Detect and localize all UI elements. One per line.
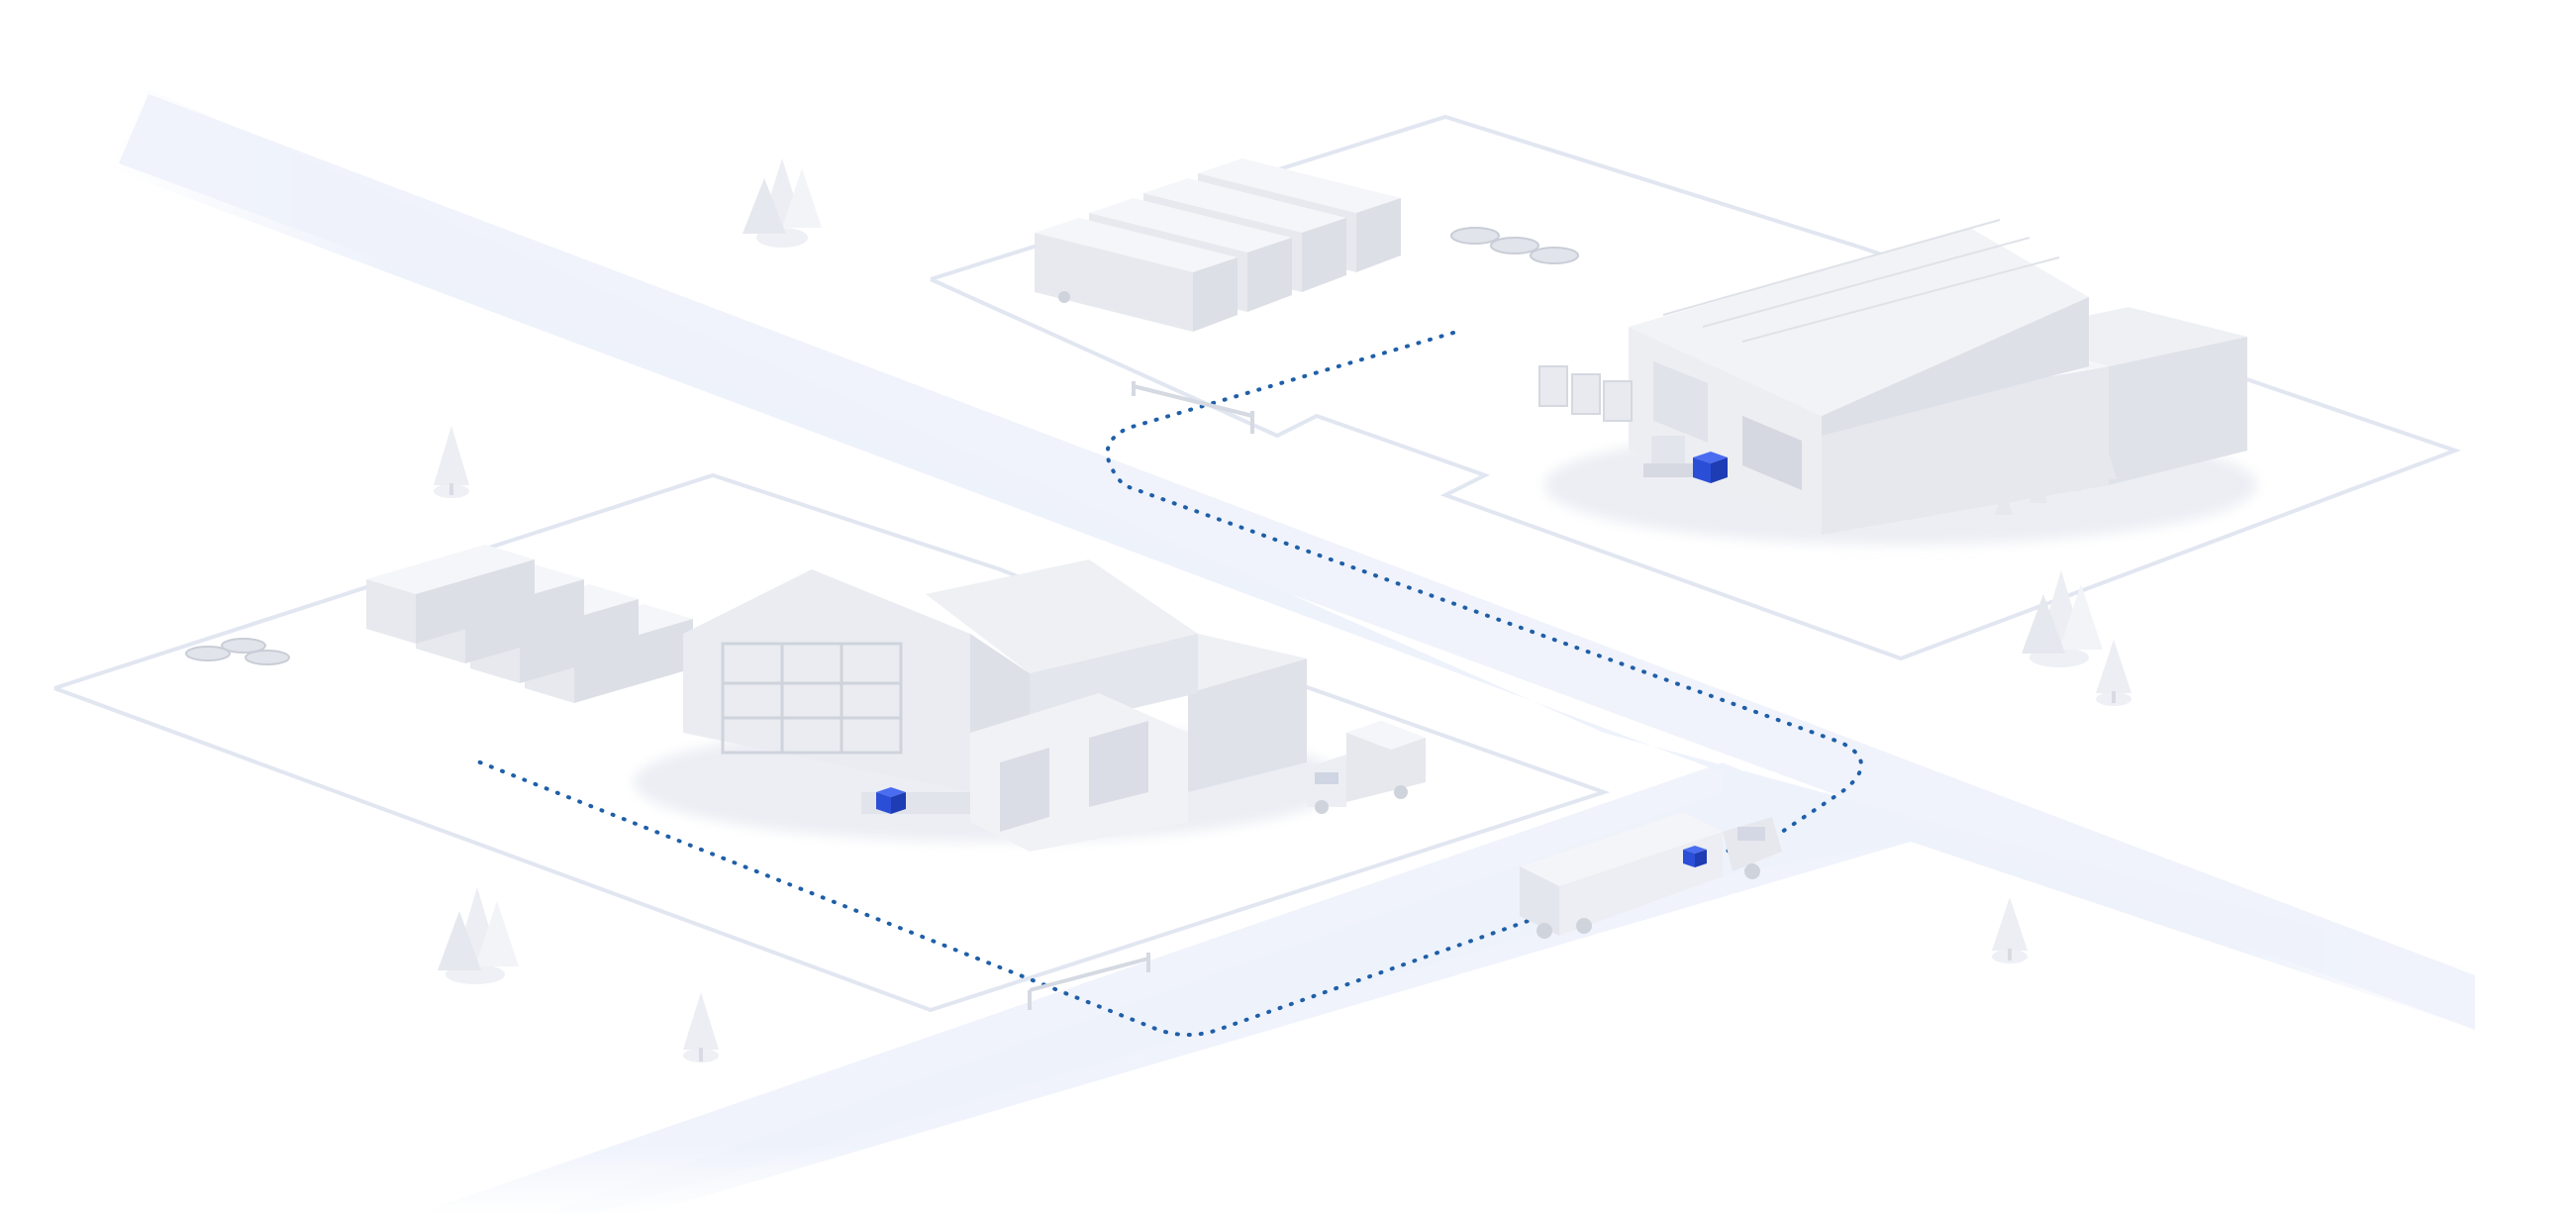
gate-icon xyxy=(1132,381,1254,434)
left-warehouse xyxy=(634,559,1346,852)
shelving xyxy=(721,642,903,755)
tree-icon xyxy=(434,426,469,498)
package-icon xyxy=(876,787,906,814)
truck-icon xyxy=(1307,721,1426,814)
tree-icon xyxy=(743,158,822,248)
tree-icon xyxy=(683,992,719,1062)
drones xyxy=(185,227,1579,665)
drone-icon xyxy=(1450,227,1579,264)
traffic-cones xyxy=(1995,450,2117,515)
traffic-cone-icon xyxy=(2064,461,2082,491)
warehouse-annex xyxy=(2109,337,2247,485)
warehouse-icon xyxy=(683,569,970,792)
delivery-route xyxy=(473,331,1863,1037)
trailer-icon xyxy=(1035,218,1238,332)
main-road-band xyxy=(119,94,2475,1030)
package-icon xyxy=(1693,452,1728,483)
forklift-icon xyxy=(1643,436,1693,477)
top-trailers xyxy=(1035,158,1401,332)
top-lot-outline xyxy=(930,114,2461,661)
tree-icon xyxy=(1992,897,2028,963)
gates xyxy=(1028,381,1254,1010)
traffic-cone-icon xyxy=(2030,473,2047,503)
gate-icon xyxy=(1028,953,1150,1010)
trailer-icon xyxy=(366,545,535,644)
tree-icon xyxy=(2096,640,2131,706)
traffic-cone-icon xyxy=(2099,450,2117,479)
package-icon xyxy=(1683,846,1707,867)
tree-icon xyxy=(438,887,519,984)
tree-icon xyxy=(2022,570,2103,667)
semi-truck-icon xyxy=(1520,812,1782,939)
pallets xyxy=(1538,365,1633,422)
trees xyxy=(434,158,2131,1062)
top-warehouse xyxy=(1538,219,2257,545)
drone-icon xyxy=(185,638,290,665)
left-trailers xyxy=(366,545,693,703)
traffic-cone-icon xyxy=(1995,485,2013,515)
